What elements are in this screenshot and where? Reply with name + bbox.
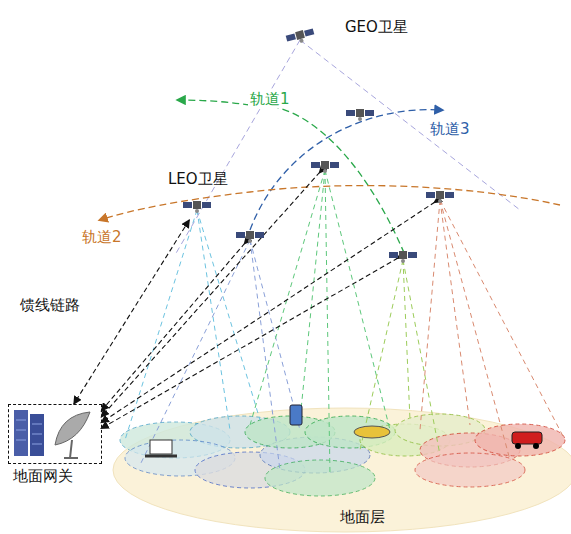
- node-text: 地面层: [340, 508, 410, 526]
- orbit-label: 轨道1: [248, 90, 292, 108]
- satellite-label: GEO卫星: [345, 18, 425, 42]
- orbit-label: 馈线链路: [18, 296, 82, 314]
- feeder-link: [74, 220, 189, 404]
- node-text: 地面网关: [13, 467, 73, 485]
- gateway-box: 地面网关: [8, 404, 102, 464]
- node-text: LEO卫星: [168, 170, 242, 188]
- ground-layer-label: 地面层: [340, 508, 410, 530]
- orbit-label: 轨道3: [428, 120, 472, 138]
- satellite-node: LEO卫星: [168, 170, 242, 220]
- node-text: GEO卫星: [345, 18, 425, 36]
- orbit-label: 轨道2: [80, 228, 124, 246]
